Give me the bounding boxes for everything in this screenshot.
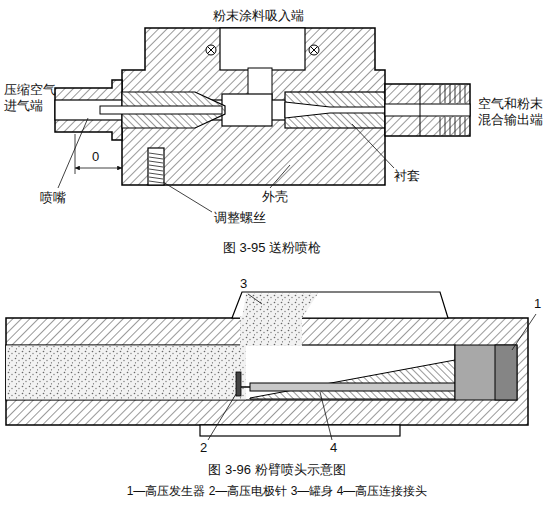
gun-shell (220, 28, 305, 70)
right-fitting (385, 84, 470, 136)
o-ring (311, 47, 318, 54)
o-ring (208, 47, 215, 54)
port-label: 空气和粉末混合输出端 (478, 96, 546, 127)
o-ring (309, 45, 319, 55)
parts-list: 1—高压发生器 2—高压电极针 3—罐身 4—高压连接接头 (127, 484, 428, 498)
electrode-needle (241, 386, 250, 388)
dimension (75, 168, 122, 169)
leader-line (58, 118, 394, 212)
leader-line (270, 165, 290, 188)
leader-line (248, 294, 262, 304)
callout-number: 4 (330, 440, 337, 456)
insert-wedge (250, 360, 455, 399)
leader-line (208, 394, 236, 440)
hv-generator (455, 345, 517, 400)
insert-wedge (250, 360, 455, 399)
callout-number: 2 (200, 440, 207, 456)
adjust-screw (149, 165, 163, 167)
adjust-screw (148, 148, 164, 185)
thread-lines (465, 117, 466, 135)
thread-lines (455, 117, 456, 135)
adjust-screw (149, 177, 163, 179)
part-label: 衬套 (394, 168, 420, 184)
adjust-screw (149, 153, 163, 155)
leader-line (320, 392, 332, 440)
port-label: 压缩空气进气端 (4, 82, 58, 113)
liner (285, 102, 385, 118)
thread-lines (440, 85, 465, 135)
o-ring (208, 47, 215, 54)
leader-line (208, 294, 536, 440)
o-ring (206, 45, 216, 55)
right-fitting (385, 84, 470, 136)
part-label: 调整螺丝 (214, 210, 266, 226)
thread-lines (455, 85, 456, 103)
o-ring (206, 45, 319, 55)
hv-generator (455, 345, 517, 400)
tank-body (240, 316, 302, 346)
liner (285, 92, 385, 128)
adjust-screw (149, 173, 163, 175)
electrode-needle (236, 372, 250, 396)
thread-lines (450, 117, 451, 135)
adjust-screw (148, 148, 164, 185)
tank-body (242, 294, 318, 319)
thread-lines (445, 85, 446, 103)
adjust-screw (149, 161, 163, 163)
thread-lines (440, 85, 441, 103)
tank-body (232, 292, 448, 346)
nozzle (100, 106, 222, 114)
electrode-needle (236, 372, 241, 396)
adjust-screw (149, 169, 163, 171)
o-ring (311, 47, 318, 54)
part-label: 外壳 (262, 189, 288, 205)
right-fitting (420, 84, 421, 136)
leader-line (163, 182, 212, 212)
leader-line (58, 118, 88, 188)
arm-tube (6, 346, 246, 400)
callout-number: 1 (534, 296, 541, 312)
leader-line (352, 124, 394, 168)
callout-number: 3 (240, 276, 247, 292)
insert-wedge (250, 383, 455, 391)
bottom-flange (200, 425, 400, 436)
figure-caption: 图 3-95 送粉喷枪 (223, 240, 321, 256)
dimension (75, 134, 122, 174)
adjust-screw (149, 153, 163, 183)
liner (285, 92, 385, 128)
thread-lines (440, 117, 441, 135)
adjust-screw (149, 181, 163, 183)
part-label: 喷嘴 (40, 190, 66, 206)
gun-shell (222, 94, 272, 126)
leader-line (512, 314, 536, 350)
thread-lines (460, 85, 461, 103)
adjust-screw (149, 157, 163, 159)
dimension-label: 0 (92, 149, 99, 165)
thread-lines (445, 117, 446, 135)
thread-lines (460, 117, 461, 135)
port-label: 粉末涂料吸入端 (213, 8, 304, 24)
thread-lines (450, 85, 451, 103)
thread-lines (465, 85, 466, 103)
right-fitting (385, 104, 470, 116)
arm-tube (6, 345, 455, 400)
hv-generator (495, 345, 517, 400)
figure-caption: 图 3-96 粉臂喷头示意图 (208, 462, 345, 478)
nozzle (100, 92, 225, 128)
bottom-flange (200, 425, 400, 436)
tank-body (232, 292, 448, 318)
